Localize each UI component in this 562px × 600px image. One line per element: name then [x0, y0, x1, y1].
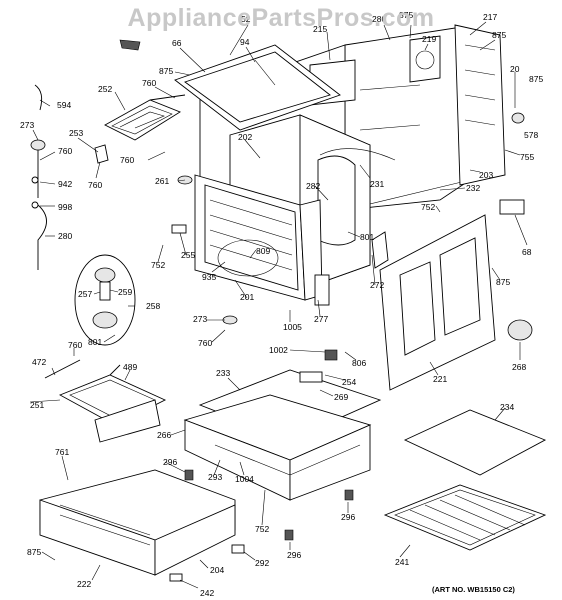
side-panel-217: [454, 24, 506, 186]
part-label: 266: [157, 430, 171, 440]
part-label: 204: [210, 565, 224, 575]
part-label: 268: [512, 362, 526, 372]
part-label: 760: [68, 340, 82, 350]
part-label: 809: [256, 246, 270, 256]
part-label: 489: [123, 362, 137, 372]
part-label: 280: [58, 231, 72, 241]
part-label: 760: [88, 180, 102, 190]
oven-racks: [383, 409, 547, 551]
part-label: 578: [524, 130, 538, 140]
part-label: 293: [208, 472, 222, 482]
part-label: 66: [172, 38, 182, 48]
part-label: 241: [395, 557, 409, 567]
part-label: 203: [479, 170, 493, 180]
part-label: 202: [238, 132, 252, 142]
part-label: 942: [58, 179, 72, 189]
part-label: 752: [421, 202, 435, 212]
part-label: 273: [20, 120, 34, 130]
part-label: 269: [334, 392, 348, 402]
part-label: 296: [287, 550, 301, 560]
part-label: 875: [529, 74, 543, 84]
part-label: 232: [466, 183, 480, 193]
part-label: 215: [313, 24, 327, 34]
part-label: 760: [58, 146, 72, 156]
part-label: 242: [200, 588, 214, 598]
thermostat-assembly: [74, 254, 136, 346]
part-label: 296: [341, 512, 355, 522]
watermark: AppliancePartsPros.com: [127, 4, 435, 32]
part-label: 935: [202, 272, 216, 282]
part-label: 875: [159, 66, 173, 76]
bake-element: [44, 359, 167, 443]
part-label: 875: [27, 547, 41, 557]
top-frame: [174, 44, 341, 131]
part-label: 272: [370, 280, 384, 290]
part-label: 254: [342, 377, 356, 387]
part-label: 875: [496, 277, 510, 287]
part-label: 253: [69, 128, 83, 138]
oven-door: [371, 214, 496, 391]
part-label: 594: [57, 100, 71, 110]
part-label: 292: [255, 558, 269, 568]
small-parts: [119, 39, 533, 582]
part-label: 761: [55, 447, 69, 457]
part-label: 801: [360, 232, 374, 242]
part-label: 875: [492, 30, 506, 40]
part-label: 94: [240, 37, 250, 47]
part-label: 68: [522, 247, 532, 257]
part-label: 277: [314, 314, 328, 324]
part-label: 257: [78, 289, 92, 299]
part-label: 752: [151, 260, 165, 270]
part-label: 282: [306, 181, 320, 191]
part-label: 472: [32, 357, 46, 367]
leader-lines: [29, 21, 528, 589]
part-label: 52: [241, 14, 251, 24]
part-label: 273: [193, 314, 207, 324]
part-label: 222: [77, 579, 91, 589]
part-label: 1005: [283, 322, 302, 332]
part-label: 806: [352, 358, 366, 368]
art-number: (ART NO. WB15150 C2): [432, 585, 515, 594]
part-label: 875: [399, 10, 413, 20]
part-label: 280: [372, 14, 386, 24]
part-label: 251: [30, 400, 44, 410]
part-label: 231: [370, 179, 384, 189]
part-label: 255: [181, 250, 195, 260]
part-label: 219: [422, 34, 436, 44]
drawer-support: [183, 369, 382, 501]
broil-element: [104, 94, 186, 141]
part-label: 201: [240, 292, 254, 302]
part-label: 233: [216, 368, 230, 378]
storage-drawer: [39, 469, 236, 576]
part-labels: 52 280 875 217 875 215 219 66 94 875 20 …: [20, 10, 543, 598]
part-label: 221: [433, 374, 447, 384]
part-label: 217: [483, 12, 497, 22]
part-label: 259: [118, 287, 132, 297]
part-label: 752: [255, 524, 269, 534]
part-label: 252: [98, 84, 112, 94]
part-label: 296: [163, 457, 177, 467]
part-label: 760: [198, 338, 212, 348]
part-label: 234: [500, 402, 514, 412]
part-label: 998: [58, 202, 72, 212]
part-label: 1004: [235, 474, 254, 484]
front-frame: [194, 174, 323, 301]
part-label: 760: [142, 78, 156, 88]
part-label: 755: [520, 152, 534, 162]
part-label: 20: [510, 64, 520, 74]
sensor-assembly: [30, 84, 109, 270]
part-label: 760: [120, 155, 134, 165]
part-label: 258: [146, 301, 160, 311]
part-label: 801: [88, 337, 102, 347]
part-label: 261: [155, 176, 169, 186]
part-label: 1002: [269, 345, 288, 355]
